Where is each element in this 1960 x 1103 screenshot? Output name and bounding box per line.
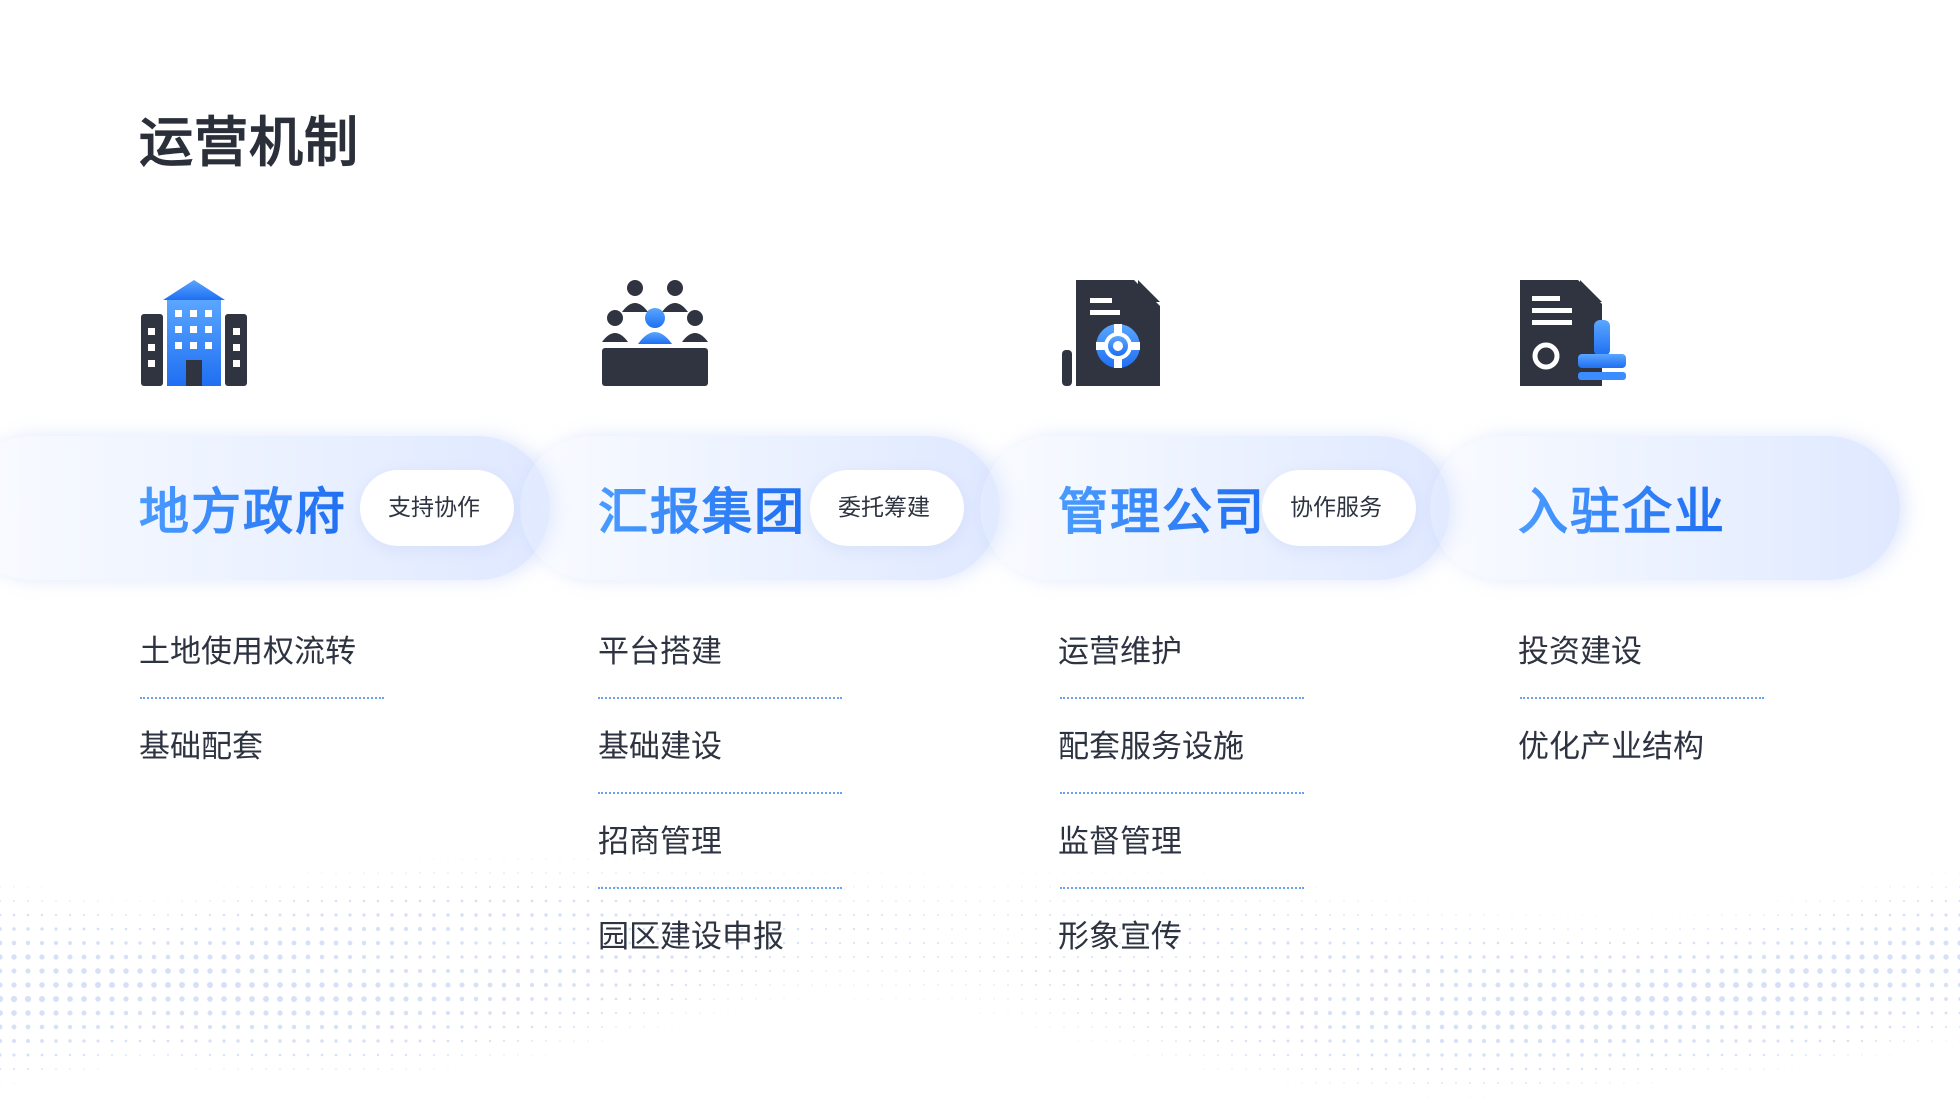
divider <box>1520 697 1764 699</box>
list-item: 投资建设 <box>1518 634 1642 670</box>
list-item: 基础建设 <box>598 729 722 765</box>
page-title: 运营机制 <box>139 111 359 174</box>
column-title-local-government: 地方政府 <box>139 472 347 544</box>
divider <box>140 697 384 699</box>
divider <box>1060 697 1304 699</box>
divider <box>598 697 842 699</box>
tag-cooperative-service: 协作服务 <box>1262 470 1416 546</box>
group-meeting-icon <box>602 280 708 386</box>
document-gear-icon <box>1062 280 1160 386</box>
divider <box>1060 887 1304 889</box>
column-title-enterprise: 入驻企业 <box>1518 472 1726 544</box>
divider <box>598 887 842 889</box>
certificate-stamp-icon <box>1520 280 1626 386</box>
dotted-wave-background <box>0 858 1960 1098</box>
divider <box>1060 792 1304 794</box>
tag-entrusted-construction: 委托筹建 <box>810 470 964 546</box>
list-item: 形象宣传 <box>1058 919 1182 955</box>
list-item: 配套服务设施 <box>1058 729 1244 765</box>
band-enterprise <box>1430 436 1900 580</box>
list-item: 监督管理 <box>1058 824 1182 860</box>
government-building-icon <box>141 280 247 386</box>
column-title-report-group: 汇报集团 <box>598 472 806 544</box>
tag-support-cooperation: 支持协作 <box>360 470 514 546</box>
list-item: 招商管理 <box>598 824 722 860</box>
divider <box>598 792 842 794</box>
list-item: 运营维护 <box>1058 634 1182 670</box>
list-item: 基础配套 <box>139 729 263 765</box>
list-item: 优化产业结构 <box>1518 729 1704 765</box>
list-item: 园区建设申报 <box>598 919 784 955</box>
list-item: 土地使用权流转 <box>139 634 356 670</box>
column-title-management-company: 管理公司 <box>1058 472 1266 544</box>
list-item: 平台搭建 <box>598 634 722 670</box>
